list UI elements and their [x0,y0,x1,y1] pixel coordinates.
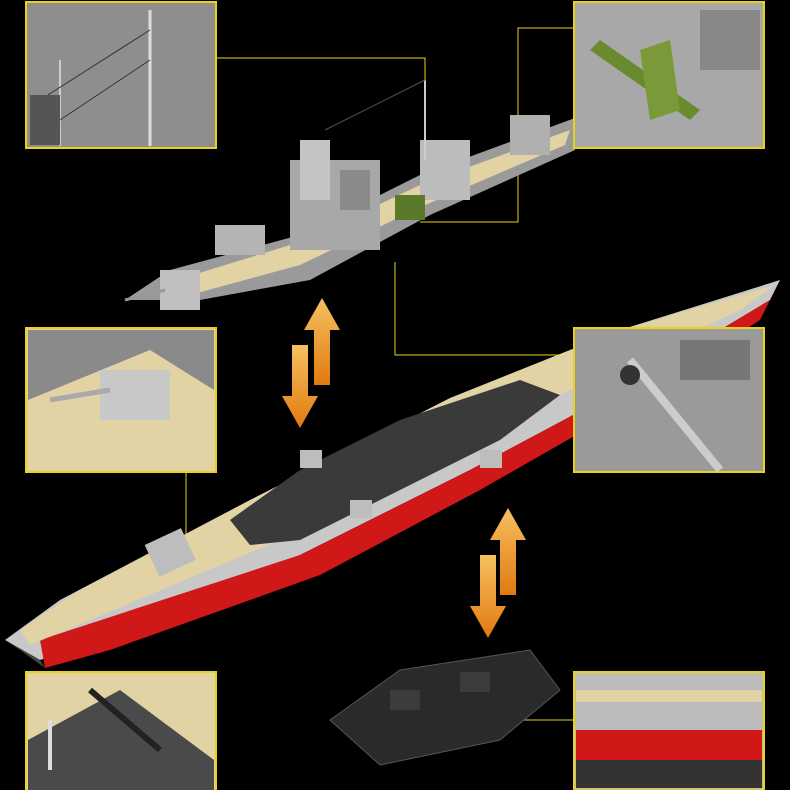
top-ship-model [124,79,575,310]
display-stand [329,649,561,766]
assembly-arrow-bottom [470,508,526,638]
assembly-arrow-top [282,298,340,428]
inset-turret-detail [25,327,217,473]
inset-hull-stripe-detail [573,671,765,790]
inset-superstructure-detail [573,327,765,473]
inset-mast-detail [25,1,217,149]
inset-bow-anchor-detail [25,671,217,790]
inset-aircraft-detail [573,1,765,149]
